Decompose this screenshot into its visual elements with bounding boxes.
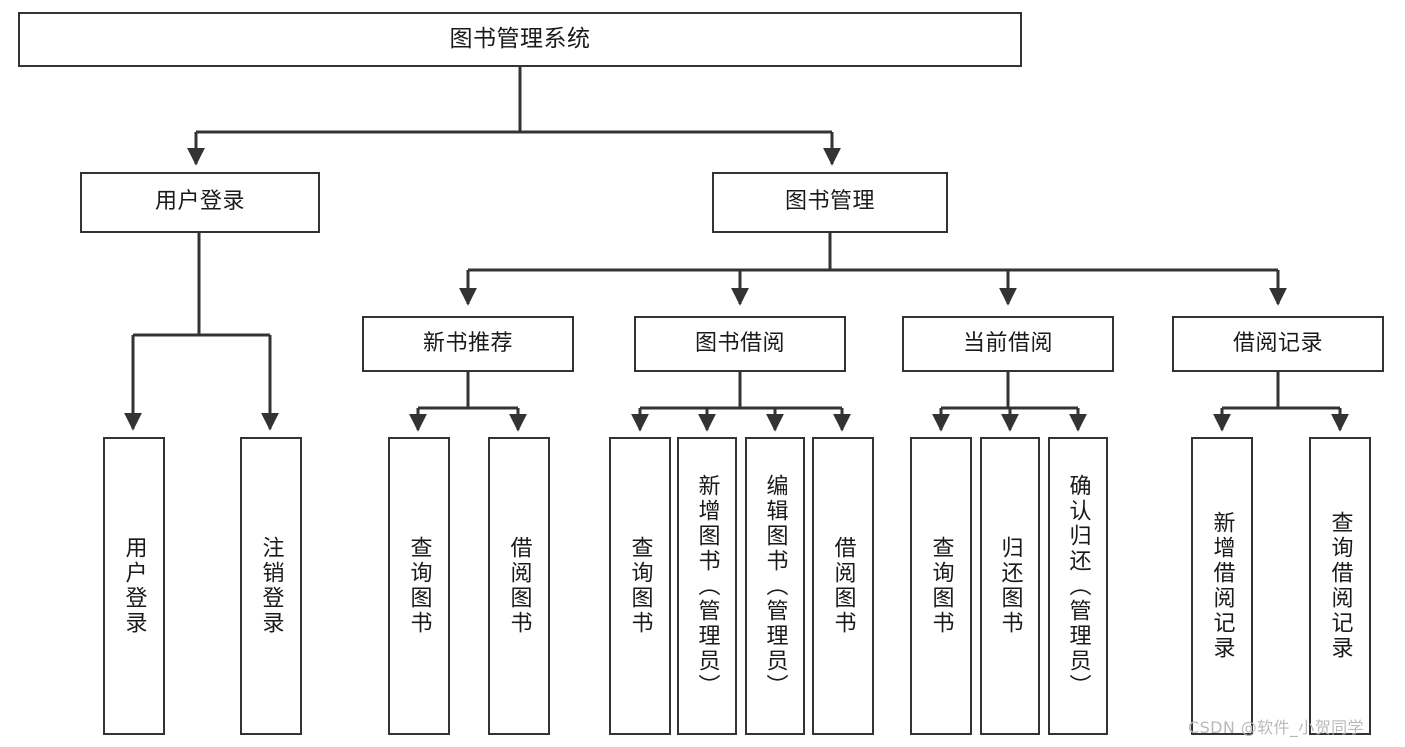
leaf-add-record[interactable]: 新增借阅记录 — [1191, 437, 1253, 735]
leaf-borrow-book-2[interactable]: 借阅图书 — [812, 437, 874, 735]
node-book-borrow-label: 图书借阅 — [694, 330, 785, 356]
node-borrow-record-label: 借阅记录 — [1232, 330, 1323, 356]
leaf-query-book-1-label: 查询图书 — [406, 536, 432, 636]
leaf-query-book-2-label: 查询图书 — [627, 536, 653, 636]
leaf-return-book-label: 归还图书 — [997, 536, 1023, 636]
leaf-confirm-return[interactable]: 确认归还（管理员） — [1048, 437, 1108, 735]
csdn-watermark: CSDN @软件_小贺同学 — [1188, 718, 1364, 737]
leaf-confirm-return-label: 确认归还（管理员） — [1065, 473, 1091, 699]
node-user-login[interactable]: 用户登录 — [80, 172, 320, 233]
leaf-query-book-3[interactable]: 查询图书 — [910, 437, 972, 735]
node-new-book-recommend[interactable]: 新书推荐 — [362, 316, 574, 372]
node-book-borrow[interactable]: 图书借阅 — [634, 316, 846, 372]
node-borrow-record[interactable]: 借阅记录 — [1172, 316, 1384, 372]
leaf-query-book-2[interactable]: 查询图书 — [609, 437, 671, 735]
node-root-label: 图书管理系统 — [449, 25, 591, 52]
leaf-edit-book[interactable]: 编辑图书（管理员） — [745, 437, 805, 735]
leaf-borrow-book-1[interactable]: 借阅图书 — [488, 437, 550, 735]
node-user-login-label: 用户登录 — [154, 189, 245, 215]
leaf-add-book[interactable]: 新增图书（管理员） — [677, 437, 737, 735]
leaf-add-record-label: 新增借阅记录 — [1209, 511, 1235, 661]
leaf-edit-book-label: 编辑图书（管理员） — [762, 473, 788, 699]
leaf-query-record[interactable]: 查询借阅记录 — [1309, 437, 1371, 735]
node-current-borrow-label: 当前借阅 — [962, 330, 1053, 356]
leaf-logout-label: 注销登录 — [258, 536, 284, 636]
leaf-logout[interactable]: 注销登录 — [240, 437, 302, 735]
leaf-borrow-book-1-label: 借阅图书 — [506, 536, 532, 636]
leaf-query-book-3-label: 查询图书 — [928, 536, 954, 636]
leaf-add-book-label: 新增图书（管理员） — [694, 473, 720, 699]
leaf-user-login-label: 用户登录 — [121, 536, 147, 636]
leaf-return-book[interactable]: 归还图书 — [980, 437, 1040, 735]
node-new-book-recommend-label: 新书推荐 — [422, 330, 513, 356]
node-current-borrow[interactable]: 当前借阅 — [902, 316, 1114, 372]
node-book-manage[interactable]: 图书管理 — [712, 172, 948, 233]
leaf-query-book-1[interactable]: 查询图书 — [388, 437, 450, 735]
leaf-user-login[interactable]: 用户登录 — [103, 437, 165, 735]
node-book-manage-label: 图书管理 — [784, 189, 875, 215]
leaf-borrow-book-2-label: 借阅图书 — [830, 536, 856, 636]
leaf-query-record-label: 查询借阅记录 — [1327, 511, 1353, 661]
node-root[interactable]: 图书管理系统 — [18, 12, 1022, 67]
